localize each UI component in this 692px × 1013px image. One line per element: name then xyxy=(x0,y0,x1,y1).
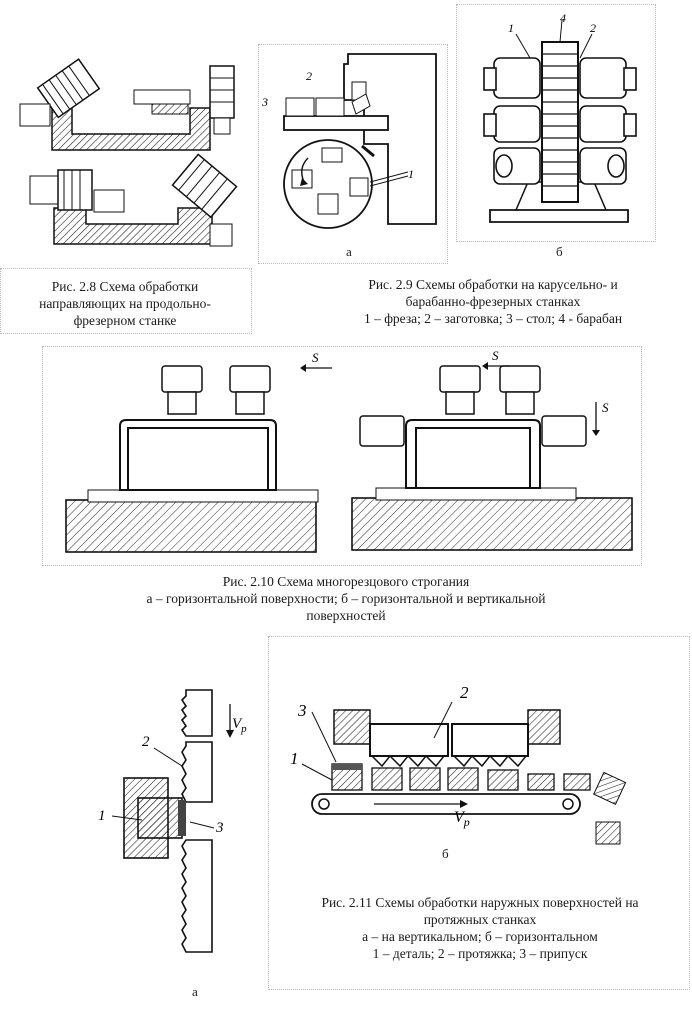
caption-line: 1 – фреза; 2 – заготовка; 3 – стол; 4 - … xyxy=(363,311,623,326)
figure-2-11a-drawing: Vр 2 1 3 xyxy=(98,689,247,953)
velocity-label: Vр xyxy=(454,809,470,829)
feed-label-s: S xyxy=(602,400,609,415)
feed-label-s: S xyxy=(492,350,499,363)
caption-line: барабанно-фрезерных станках xyxy=(405,294,581,309)
callout-2: 2 xyxy=(306,69,312,83)
caption-line: Рис. 2.8 Схема обработки xyxy=(51,279,199,294)
callout-4: 4 xyxy=(560,14,566,25)
figure-2-10-drawing: S S S xyxy=(65,350,633,553)
frame-fig-2-9b xyxy=(456,4,656,242)
frame-fig-2-11 xyxy=(268,636,690,990)
caption-line: Рис. 2.10 Схема многорезцового строгания xyxy=(222,574,470,589)
callout-3: 3 xyxy=(261,95,268,109)
callout-1: 1 xyxy=(98,808,106,824)
callout-3: 3 xyxy=(215,820,224,836)
callout-1: 1 xyxy=(508,21,514,35)
figure-2-11-caption: Рис. 2.11 Схемы обработки наружных повер… xyxy=(280,894,680,962)
caption-line: 1 – деталь; 2 – протяжка; 3 – припуск xyxy=(372,946,588,961)
callout-1: 1 xyxy=(408,167,414,181)
frame-fig-2-9a xyxy=(258,44,448,264)
callout-2: 2 xyxy=(142,734,150,750)
callout-2: 2 xyxy=(590,21,596,35)
callout-1: 1 xyxy=(290,749,299,768)
caption-line: Рис. 2.9 Схемы обработки на карусельно- … xyxy=(368,277,618,292)
caption-line: а – горизонтальной поверхности; б – гори… xyxy=(146,591,546,606)
velocity-label: Vр xyxy=(232,716,247,735)
frame-fig-2-10 xyxy=(42,346,642,566)
figure-2-8-caption: Рис. 2.8 Схема обработки направляющих на… xyxy=(6,278,244,329)
caption-line: поверхностей xyxy=(306,608,386,623)
caption-line: фрезерном станке xyxy=(73,313,177,328)
callout-3: 3 xyxy=(297,701,307,720)
figure-2-9-caption: Рис. 2.9 Схемы обработки на карусельно- … xyxy=(300,276,686,327)
figure-2-9a-drawing: 2 3 1 xyxy=(261,53,437,229)
figure-2-9b-drawing: 1 4 2 xyxy=(483,14,637,223)
caption-line: а – на вертикальном; б – горизонтальном xyxy=(362,929,598,944)
callout-2: 2 xyxy=(460,683,469,702)
figure-2-10-caption: Рис. 2.10 Схема многорезцового строгания… xyxy=(80,573,612,624)
figure-2-8-drawing xyxy=(19,58,238,247)
caption-line: направляющих на продольно- xyxy=(39,296,211,311)
figure-2-11a-label: а xyxy=(192,984,198,999)
frame-fig-2-8-caption xyxy=(0,268,252,334)
feed-label-s: S xyxy=(312,350,319,365)
caption-line: Рис. 2.11 Схемы обработки наружных повер… xyxy=(321,895,639,910)
caption-line: протяжных станках xyxy=(423,912,537,927)
figure-2-9a-label: а xyxy=(346,244,352,259)
figure-2-11b-label: б xyxy=(442,846,449,861)
figure-2-11b-drawing: Vр 3 2 1 xyxy=(290,683,627,845)
figure-2-9b-label: б xyxy=(556,244,563,259)
